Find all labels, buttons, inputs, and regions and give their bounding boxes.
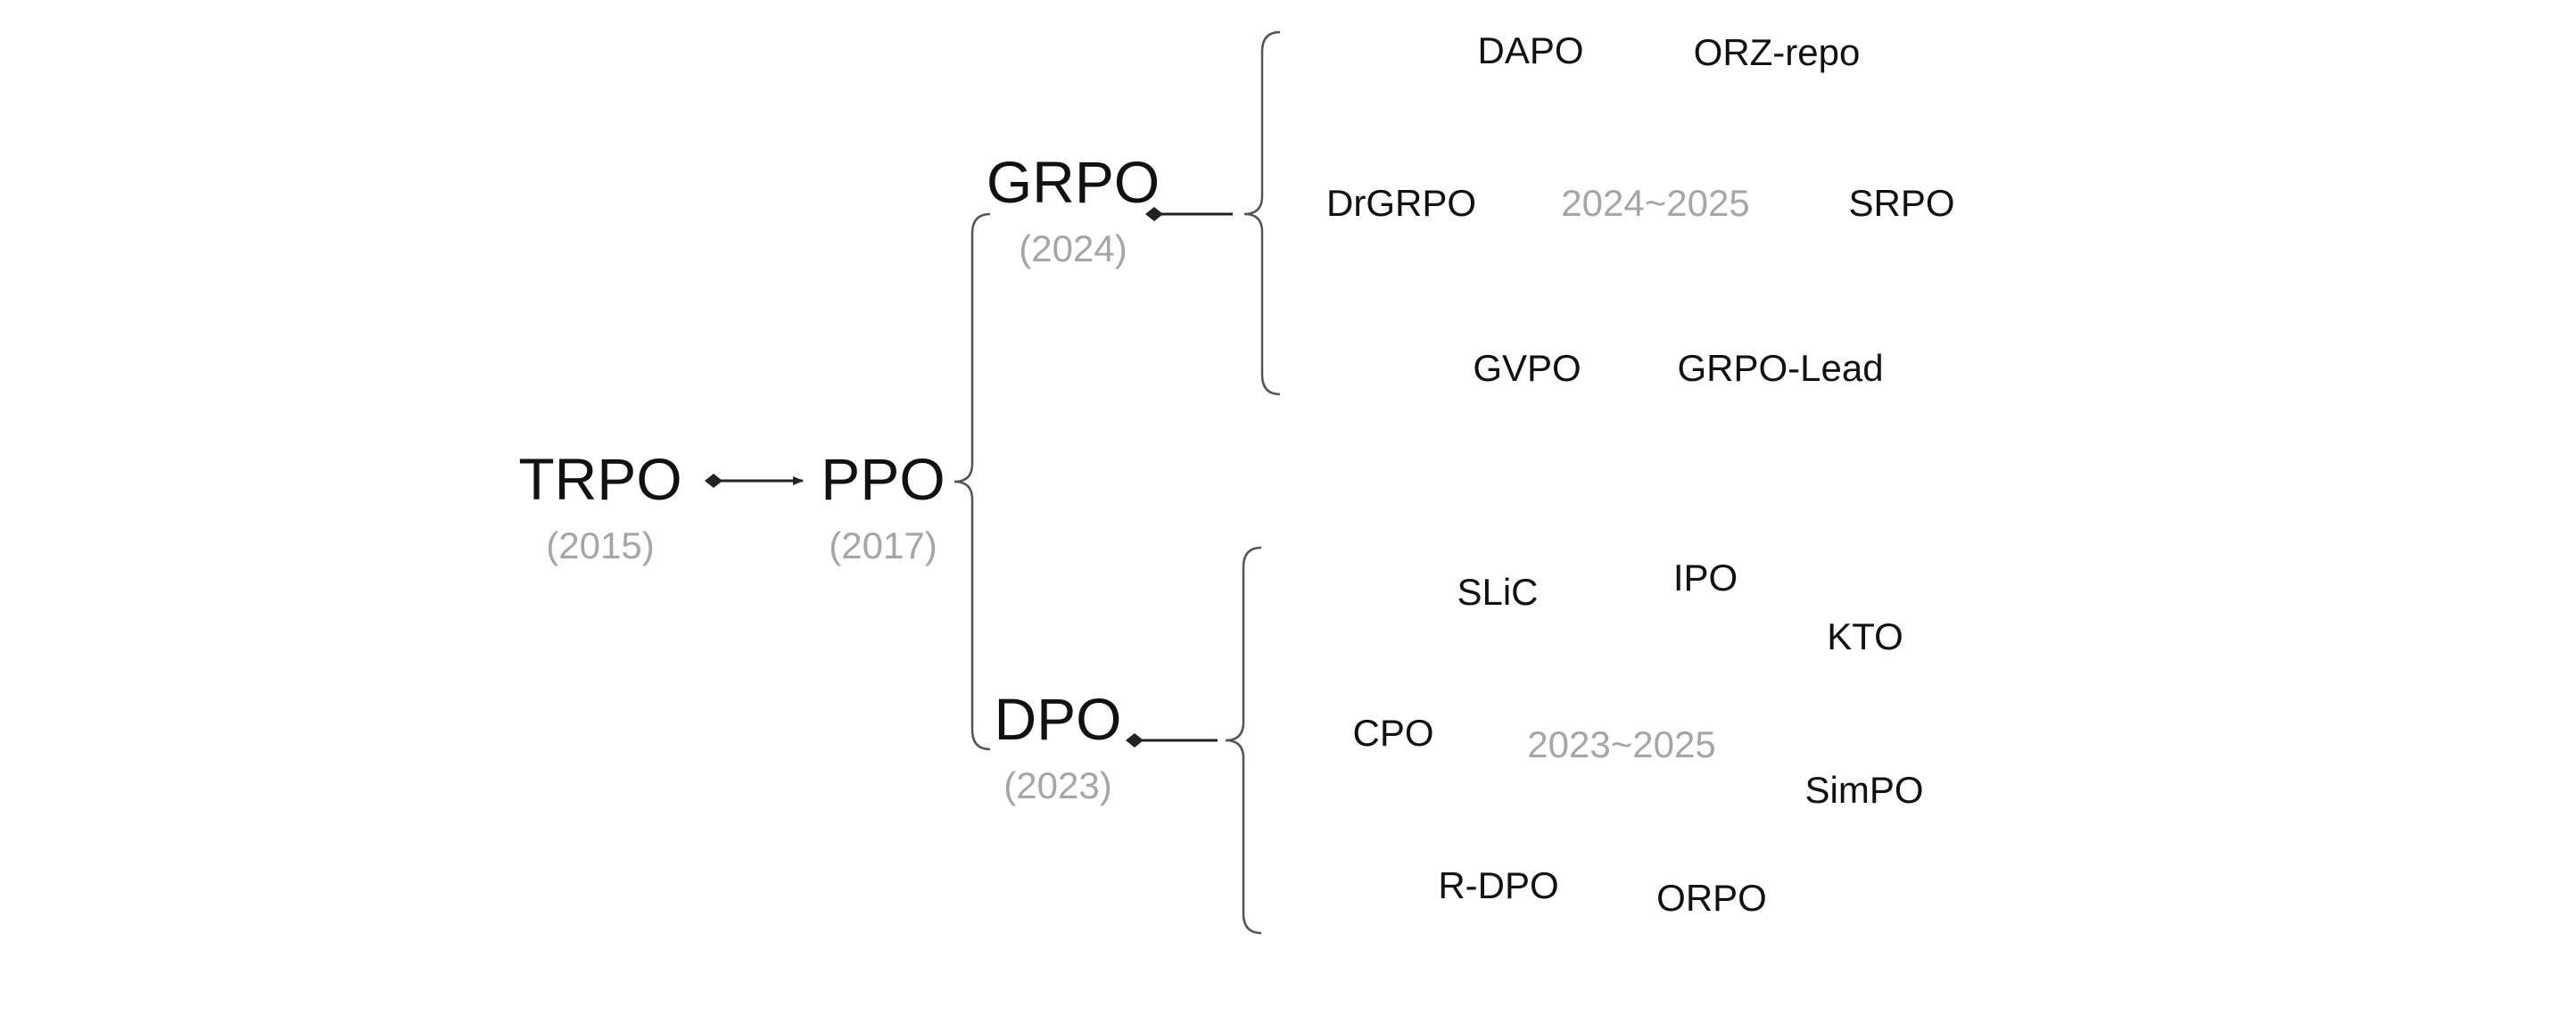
- node-trpo-label: TRPO: [518, 446, 682, 512]
- node-trpo-year: (2015): [546, 524, 655, 566]
- node-ppo-year: (2017): [829, 524, 937, 566]
- node-dpo-year: (2023): [1003, 764, 1112, 806]
- dpo-variant-slic: SLiC: [1457, 571, 1539, 613]
- dpo-variant-cpo: CPO: [1352, 712, 1434, 754]
- dpo-variant-r-dpo: R-DPO: [1438, 864, 1559, 906]
- grpo-group-year-range: 2024~2025: [1561, 182, 1750, 224]
- node-grpo-year: (2024): [1019, 227, 1127, 269]
- dpo-connector-diamond: [1126, 733, 1144, 747]
- dpo-variant-kto: KTO: [1827, 615, 1903, 657]
- dpo-variant-simpo: SimPO: [1804, 769, 1924, 811]
- grpo-variant-orz-repo: ORZ-repo: [1693, 31, 1861, 73]
- grpo-variant-drgrpo: DrGRPO: [1326, 182, 1476, 224]
- node-dpo-label: DPO: [994, 686, 1122, 752]
- dpo-variant-orpo: ORPO: [1656, 877, 1767, 919]
- ppo-brace: [954, 212, 991, 751]
- dpo-variant-ipo: IPO: [1672, 557, 1738, 599]
- grpo-variant-grpo-lead: GRPO-Lead: [1677, 347, 1884, 389]
- grpo-variant-srpo: SRPO: [1848, 182, 1955, 224]
- node-grpo-label: GRPO: [986, 149, 1160, 215]
- node-ppo-label: PPO: [821, 446, 945, 512]
- grpo-connector-diamond: [1145, 207, 1163, 221]
- grpo-group-brace: [1243, 30, 1281, 396]
- trpo-arrow-diamond: [705, 474, 722, 488]
- grpo-variant-dapo: DAPO: [1477, 29, 1584, 71]
- dpo-group-brace: [1225, 546, 1262, 935]
- grpo-variant-gvpo: GVPO: [1473, 347, 1581, 389]
- dpo-group-year-range: 2023~2025: [1527, 723, 1716, 765]
